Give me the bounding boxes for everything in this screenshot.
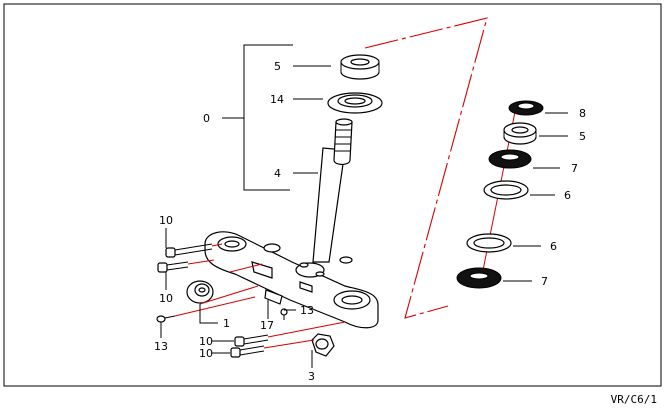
part-5-upper-race (340, 54, 380, 80)
clamp-alignment-line (229, 263, 263, 273)
callout-14: 14 (270, 93, 284, 106)
diagram-reference-code: VR/C6/1 (611, 393, 657, 406)
callout-17: 17 (260, 319, 274, 332)
callout-5-upper: 5 (274, 60, 281, 73)
part-7-ball-bearing-lower (456, 267, 502, 289)
callout-7-upper: 7 (571, 162, 578, 175)
callout-8: 8 (579, 107, 586, 120)
callout-6-lower: 6 (550, 240, 557, 253)
callout-4: 4 (274, 167, 281, 180)
part-1-seal (186, 280, 214, 304)
part-13-screw-center (280, 308, 288, 320)
callout-5-right: 5 (579, 130, 586, 143)
callout-13-left: 13 (154, 340, 168, 353)
part-14-dust-seal (327, 92, 383, 114)
alignment-dashed-line (364, 17, 488, 319)
part-1-lower-triple-clamp (204, 231, 379, 329)
callout-3: 3 (308, 370, 315, 383)
part-10-bolt-front-a (234, 321, 346, 347)
callout-10-upper: 10 (159, 214, 173, 227)
callout-6-upper: 6 (564, 189, 571, 202)
diagram-frame (3, 3, 662, 387)
part-10-bolt-lower (157, 259, 215, 273)
part-7-ball-bearing-upper (488, 149, 532, 169)
part-10-bolt-front-b (230, 339, 315, 358)
part-8-lock-nut (508, 100, 544, 116)
part-13-screw-left (156, 296, 256, 323)
callout-0: 0 (203, 112, 210, 125)
part-3-cable-clip (311, 333, 335, 357)
assembly-bracket (243, 44, 293, 191)
seal-alignment-line (199, 285, 259, 305)
part-6-race-upper (483, 180, 529, 200)
part-5-race-right (503, 122, 537, 145)
part-4-steering-stem (312, 118, 353, 263)
callout-10-lower: 10 (159, 292, 173, 305)
callout-7-lower: 7 (541, 275, 548, 288)
leader-1 (199, 304, 218, 324)
part-6-race-lower (466, 233, 512, 253)
callout-13-center: 13 (300, 304, 314, 317)
callout-10-front-b: 10 (199, 347, 213, 360)
callout-1: 1 (223, 317, 230, 330)
callout-10-front-a: 10 (199, 335, 213, 348)
part-10-bolt-upper (165, 243, 223, 258)
